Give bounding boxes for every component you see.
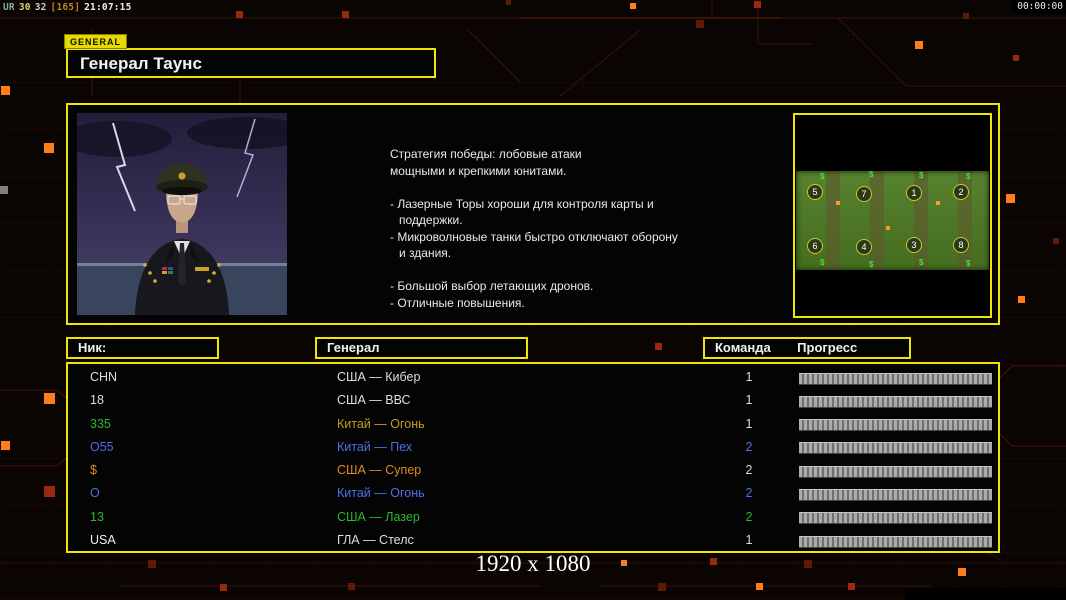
player-team: 1: [745, 393, 753, 408]
fps-counter-segment: UR: [3, 2, 15, 13]
player-load-progress-bar: [799, 419, 992, 432]
supply-marker: $: [919, 258, 924, 267]
strategy-line: - Лазерные Торы хороши для контроля карт…: [390, 196, 654, 211]
fps-counter-segment: [165]: [50, 2, 81, 13]
supply-marker: $: [820, 172, 825, 181]
player-general: США — Супер: [337, 463, 422, 478]
match-timer: 00:00:00: [1012, 0, 1066, 14]
player-team: 2: [745, 486, 753, 501]
player-row: CHN США — Кибер 1: [68, 366, 998, 389]
player-nick: USA: [90, 533, 116, 548]
player-team: 1: [745, 370, 753, 384]
oil-marker: [886, 226, 890, 230]
player-nick: 335: [90, 416, 111, 431]
player-nick: O: [90, 486, 100, 501]
player-team: 1: [745, 533, 753, 548]
general-title-box: Генерал Таунс: [66, 48, 436, 78]
player-row: O55 Китай — Пех 2: [68, 436, 998, 459]
map-start-position: 8: [953, 237, 969, 253]
player-row: O Китай — Огонь 2: [68, 482, 998, 505]
player-load-progress-bar: [799, 488, 992, 501]
player-load-progress-bar: [799, 465, 992, 478]
strategy-line: - Отличные повышения.: [390, 295, 525, 310]
player-load-progress-bar: [799, 535, 992, 548]
supply-marker: $: [820, 258, 825, 267]
strategy-line: - Микроволновые танки быстро отключают о…: [390, 229, 678, 244]
player-general: ГЛА — Стелс: [337, 533, 414, 548]
map-start-position: 4: [856, 239, 872, 255]
player-nick: 18: [90, 393, 104, 408]
player-row: 18 США — ВВС 1: [68, 389, 998, 412]
map-start-position: 5: [807, 184, 823, 200]
nick-header-box: Ник:: [66, 337, 219, 359]
strategy-line: - Большой выбор летающих дронов.: [390, 279, 594, 293]
player-nick: 13: [90, 509, 104, 524]
supply-marker: $: [966, 172, 971, 181]
map-start-position: 3: [906, 237, 922, 253]
player-load-progress-bar: [799, 372, 992, 385]
oil-marker: [836, 201, 840, 205]
player-nick: $: [90, 463, 97, 478]
player-nick: O55: [90, 439, 114, 454]
map-start-position: 6: [807, 238, 823, 254]
general-info-panel: Стратегия победы: лобовые атаки мощными и…: [62, 103, 1000, 325]
player-general: США — ВВС: [337, 393, 411, 408]
player-row: 335 Китай — Огонь 1: [68, 413, 998, 436]
player-general: США — Лазер: [337, 509, 420, 524]
general-header-box: Генерал: [315, 337, 528, 359]
player-row: USA ГЛА — Стелс 1: [68, 529, 998, 552]
strategy-line: [390, 180, 750, 197]
player-nick: CHN: [90, 370, 118, 384]
supply-marker: $: [919, 171, 924, 180]
player-row: 13 США — Лазер 2: [68, 506, 998, 529]
supply-marker: $: [869, 170, 874, 179]
strategy-line: Стратегия победы: лобовые атаки: [390, 147, 582, 161]
strategy-line: мощными и крепкими юнитами.: [390, 163, 567, 178]
supply-marker: $: [966, 259, 971, 268]
strategy-text: Стратегия победы: лобовые атаки мощными и…: [390, 147, 750, 312]
player-team: 2: [745, 439, 753, 454]
progress-header-label: Прогресс: [797, 340, 858, 355]
general-tag: GENERAL: [64, 34, 128, 49]
team-header-label: Команда: [715, 340, 771, 355]
map-preview: $ $ $ $ $ $ $ $ 5 7 1 2 6 4 3 8: [793, 113, 992, 318]
nick-header-label: Ник:: [78, 340, 107, 355]
supply-marker: $: [869, 260, 874, 269]
map-start-position: 1: [906, 185, 922, 201]
fps-counter-segment: 32: [34, 2, 47, 13]
player-general: США — Кибер: [337, 370, 421, 384]
general-portrait: [62, 113, 307, 315]
strategy-line: и здания.: [399, 246, 452, 260]
player-team: 1: [745, 416, 753, 431]
player-load-progress-bar: [799, 442, 992, 455]
general-header-label: Генерал: [327, 340, 380, 355]
team-progress-header-box: Команда Прогресс: [703, 337, 911, 359]
fps-counter-segment: 21:07:15: [84, 2, 132, 13]
fps-counter-segment: 30: [18, 2, 31, 13]
strategy-line: поддержки.: [399, 213, 463, 227]
portrait-illustration: [62, 113, 307, 315]
player-load-progress-bar: [799, 395, 992, 408]
oil-marker: [936, 201, 940, 205]
bottom-black-bar: [905, 588, 1066, 600]
map-start-position: 7: [856, 186, 872, 202]
player-general: Китай — Огонь: [337, 486, 425, 501]
player-team: 2: [745, 463, 753, 478]
strategy-line: [390, 263, 750, 280]
resolution-overlay: 1920 x 1080: [475, 551, 591, 576]
map-start-position: 2: [953, 184, 969, 200]
player-row: $ США — Супер 2: [68, 459, 998, 482]
general-name: Генерал Таунс: [80, 54, 202, 73]
map-terrain: $ $ $ $ $ $ $ $ 5 7 1 2 6 4 3 8: [796, 171, 989, 270]
player-load-progress-bar: [799, 512, 992, 525]
player-team: 2: [745, 509, 753, 524]
player-general: Китай — Огонь: [337, 416, 425, 431]
player-general: Китай — Пех: [337, 439, 413, 454]
